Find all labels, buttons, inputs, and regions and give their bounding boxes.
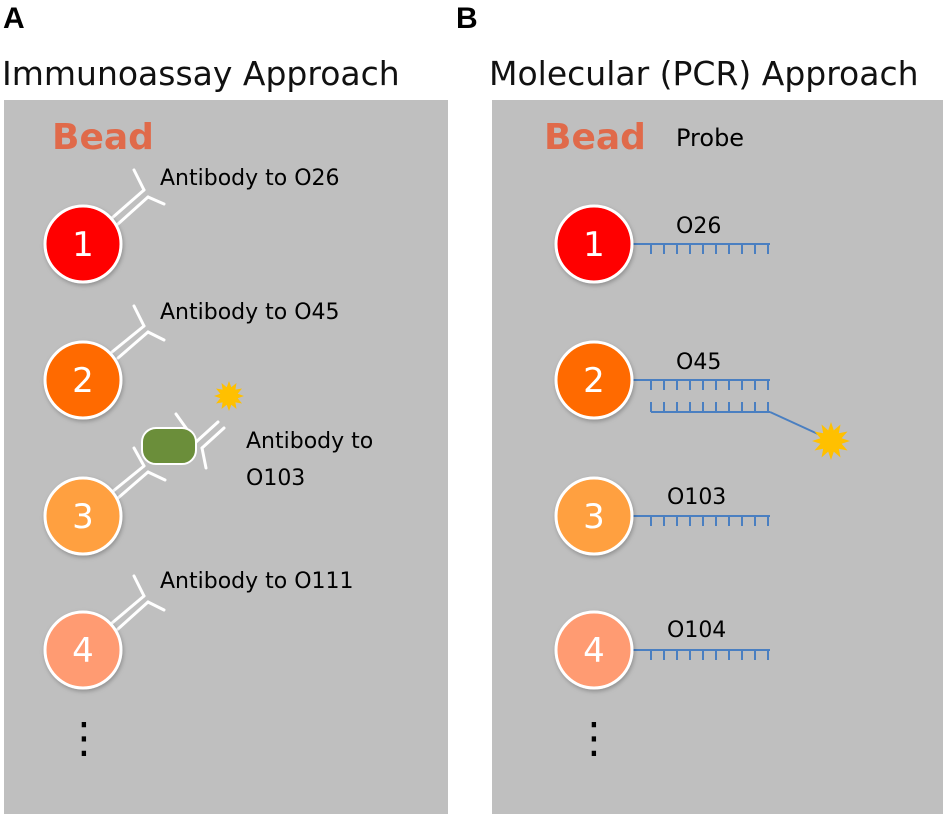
- capture-antibody-3-icon: [110, 446, 167, 500]
- panel-b-bead-1: 1: [554, 204, 634, 284]
- bead-number: 4: [583, 631, 605, 671]
- panel-b-bead-2: 2: [554, 340, 634, 420]
- panel-a-bead-3: 3: [43, 476, 123, 556]
- panel-a-more-ellipsis: ⋮: [63, 713, 105, 762]
- probe-4-icon: [633, 649, 770, 660]
- panel-a-bead-header: Bead: [52, 117, 154, 158]
- panel-a-letter: A: [3, 2, 25, 35]
- antibody-4-icon: [110, 574, 166, 631]
- antibody-label-2: Antibody to O45: [160, 300, 340, 325]
- antibody-label-3-line2: O103: [246, 466, 305, 491]
- complementary-strand-icon: [650, 402, 819, 435]
- bead-number: 1: [72, 225, 94, 265]
- probe-2-icon: [633, 379, 770, 390]
- panel-b-bead-header: Bead: [544, 117, 646, 158]
- antibody-label-1: Antibody to O26: [160, 166, 340, 191]
- antibodies: [110, 168, 226, 631]
- panel-b-probe-header: Probe: [676, 124, 744, 152]
- panel-b-letter: B: [456, 2, 478, 35]
- antibody-label-3-line1: Antibody to: [246, 429, 373, 454]
- antibody-label-4: Antibody to O111: [160, 569, 354, 594]
- panel-a-title: Immunoassay Approach: [2, 54, 400, 93]
- panel-b-title: Molecular (PCR) Approach: [489, 54, 919, 93]
- bead-number: 1: [583, 225, 605, 265]
- probe-label-4: O104: [667, 618, 726, 643]
- panel-a-bead-2: 2: [43, 340, 123, 420]
- bead-number: 3: [583, 497, 605, 537]
- probe-3-icon: [633, 515, 770, 526]
- fluorophore-icon: [812, 422, 850, 460]
- probes: [633, 243, 819, 660]
- bead-number: 2: [72, 361, 94, 401]
- antigen-icon: [141, 427, 197, 465]
- fluorophore-icon: [214, 381, 244, 411]
- probe-label-2: O45: [676, 350, 721, 375]
- probe-label-3: O103: [667, 485, 726, 510]
- antibody-2-icon: [110, 304, 166, 360]
- antibody-1-icon: [110, 168, 166, 226]
- panel-b-bead-3: 3: [554, 476, 634, 556]
- panel-b-bead-4: 4: [554, 610, 634, 690]
- panel-a-bead-4: 4: [43, 610, 123, 690]
- panel-b-more-ellipsis: ⋮: [573, 713, 615, 762]
- panel-a-bead-1: 1: [43, 204, 123, 284]
- bead-number: 4: [72, 631, 94, 671]
- probe-1-icon: [633, 243, 770, 254]
- probe-label-1: O26: [676, 214, 721, 239]
- bead-number: 2: [583, 361, 605, 401]
- bead-number: 3: [72, 497, 94, 537]
